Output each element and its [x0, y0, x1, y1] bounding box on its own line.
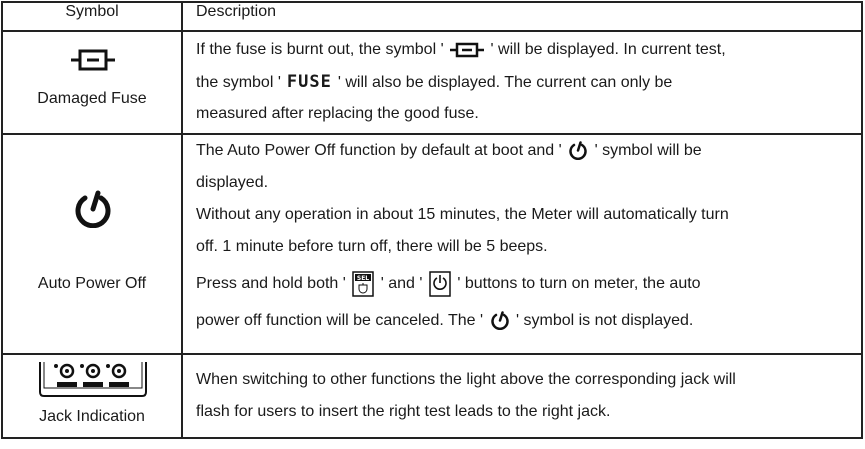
- fuse-display-text: FUSE: [286, 72, 332, 92]
- description-line: Without any operation in about 15 minute…: [196, 206, 729, 223]
- power-icon: [569, 141, 587, 161]
- description-column-header: Description: [181, 1, 863, 32]
- description-line: displayed.: [196, 174, 269, 191]
- symbol-cell: Damaged Fuse: [1, 30, 183, 135]
- svg-text:SEL: SEL: [357, 275, 369, 282]
- description-line: When switching to other functions the li…: [196, 371, 736, 388]
- symbol-table: Symbol Description Damaged Fuse If the f…: [1, 1, 863, 439]
- power-icon: [75, 190, 111, 228]
- symbol-label: Auto Power Off: [37, 275, 147, 292]
- sel-key-icon: SEL: [352, 271, 375, 297]
- description-cell: If the fuse is burnt out, the symbol ' '…: [181, 30, 863, 135]
- symbol-label: Jack Indication: [39, 408, 145, 425]
- symbol-label: Damaged Fuse: [37, 90, 147, 107]
- table-row: Jack Indication When switching to other …: [1, 353, 863, 439]
- description-cell: When switching to other functions the li…: [181, 353, 863, 439]
- description-line: The Auto Power Off function by default a…: [196, 141, 702, 161]
- description-cell: The Auto Power Off function by default a…: [181, 133, 863, 355]
- description-line: Press and hold both ' SEL ' and ' ' butt…: [196, 263, 853, 305]
- description-line: power off function will be canceled. The…: [196, 311, 694, 331]
- table-header-row: Symbol Description: [1, 1, 863, 32]
- fuse-icon: [450, 42, 485, 58]
- jack-indicator-icon: [39, 362, 147, 397]
- description-line: measured after replacing the good fuse.: [196, 105, 479, 122]
- power-icon: [490, 311, 509, 331]
- table-row: Damaged Fuse If the fuse is burnt out, t…: [1, 30, 863, 135]
- power-key-icon: [429, 271, 451, 297]
- description-line: flash for users to insert the right test…: [196, 403, 611, 420]
- description-line: the symbol 'FUSE' will also be displayed…: [196, 72, 673, 92]
- description-line: off. 1 minute before turn off, there wil…: [196, 238, 548, 255]
- description-line: If the fuse is burnt out, the symbol ' '…: [196, 41, 726, 58]
- fuse-icon: [71, 49, 115, 71]
- table-row: Auto Power Off The Auto Power Off functi…: [1, 133, 863, 355]
- symbol-cell: Auto Power Off: [1, 133, 183, 355]
- symbol-column-header: Symbol: [1, 1, 183, 32]
- symbol-cell: Jack Indication: [1, 353, 183, 439]
